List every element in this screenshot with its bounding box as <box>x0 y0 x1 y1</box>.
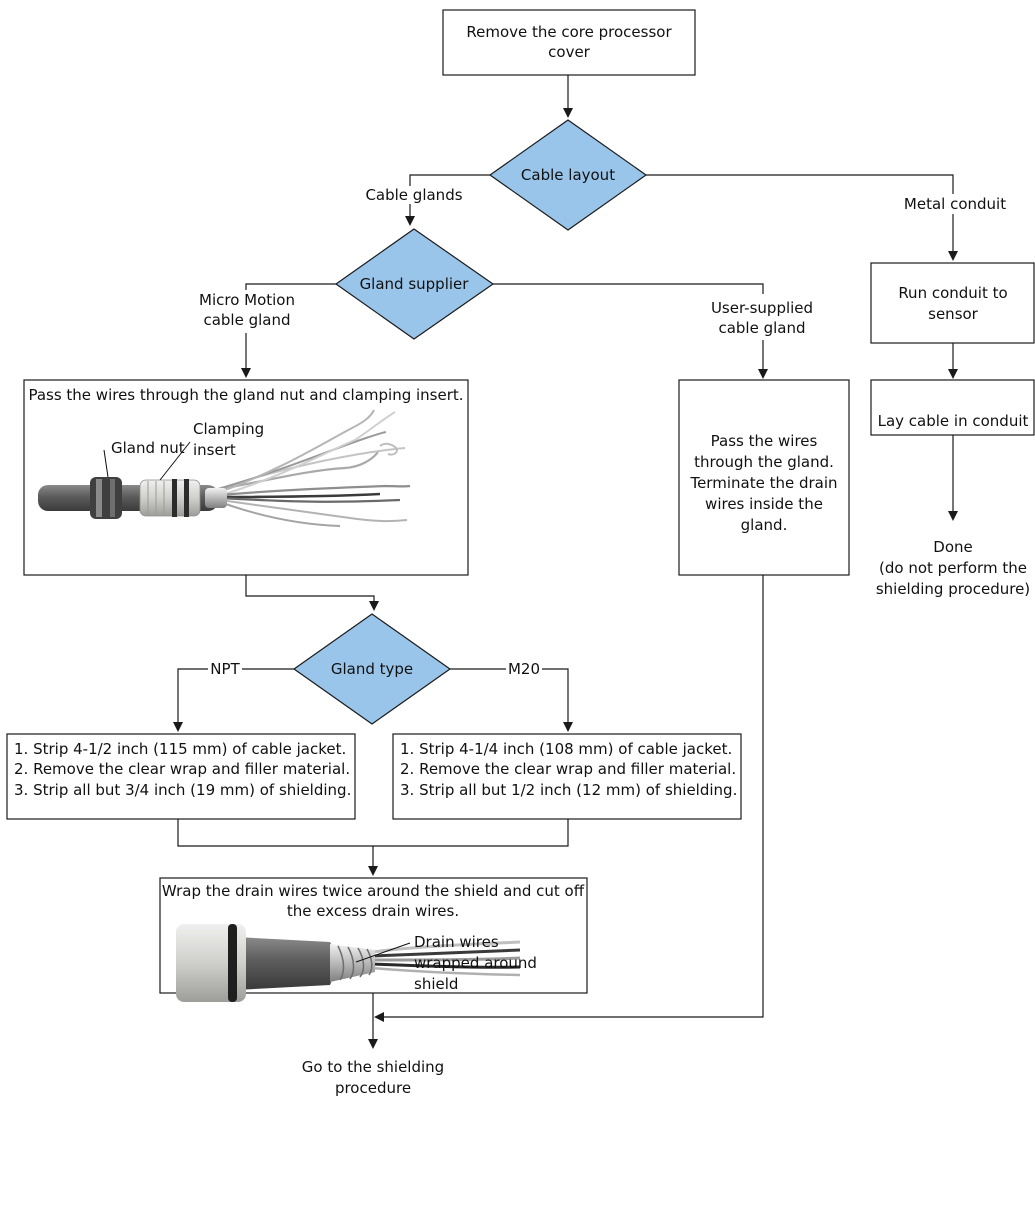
label-drain-line2: wrapped around <box>414 954 537 972</box>
done-line1: Done <box>933 538 972 556</box>
branch-user-supplied-line2: cable gland <box>718 319 805 337</box>
m20-step-2: 2. Remove the clear wrap and filler mate… <box>400 760 736 778</box>
lay-cable-box: Lay cable in conduit <box>870 379 1035 436</box>
wrap-box: Wrap the drain wires twice around the sh… <box>159 877 588 1002</box>
run-conduit-line2: sensor <box>928 305 979 323</box>
lay-cable-label: Lay cable in conduit <box>878 412 1029 430</box>
npt-step-2: 2. Remove the clear wrap and filler mate… <box>14 760 350 778</box>
end-text: Go to the shielding procedure <box>302 1058 444 1097</box>
user-gland-line5: gland. <box>741 516 788 534</box>
m20-steps-box: 1. Strip 4-1/4 inch (108 mm) of cable ja… <box>392 733 742 820</box>
user-gland-line2: through the gland. <box>694 453 834 471</box>
drain-wrap-photo <box>176 924 521 1002</box>
user-gland-line1: Pass the wires <box>711 432 818 450</box>
end-line1: Go to the shielding <box>302 1058 444 1076</box>
branch-npt-label: NPT <box>210 660 240 678</box>
npt-steps-box: 1. Strip 4-1/2 inch (115 mm) of cable ja… <box>6 733 356 820</box>
branch-cable-glands-label: Cable glands <box>365 186 462 204</box>
user-gland-line4: wires inside the <box>705 495 823 513</box>
branch-user-supplied-line1: User-supplied <box>711 299 813 317</box>
user-gland-box: Pass the wires through the gland. Termin… <box>678 379 850 576</box>
label-gland-nut: Gland nut <box>111 439 185 457</box>
label-drain-line1: Drain wires <box>414 933 499 951</box>
wrap-box-line1: Wrap the drain wires twice around the sh… <box>162 882 585 900</box>
user-gland-line3: Terminate the drain <box>689 474 837 492</box>
branch-micro-motion-line1: Micro Motion <box>199 291 295 309</box>
start-box-line2: cover <box>548 43 591 61</box>
decision-gland-type-label: Gland type <box>331 660 413 678</box>
decision-gland-type: Gland type <box>292 613 452 725</box>
m20-step-1: 1. Strip 4-1/4 inch (108 mm) of cable ja… <box>400 740 732 758</box>
wrap-box-line2: the excess drain wires. <box>287 902 459 920</box>
pass-wires-box: Pass the wires through the gland nut and… <box>23 379 469 576</box>
decision-cable-layout-label: Cable layout <box>521 166 615 184</box>
connectors <box>173 75 958 1049</box>
branch-micro-motion-line2: cable gland <box>203 311 290 329</box>
done-line2: (do not perform the <box>879 559 1027 577</box>
end-line2: procedure <box>335 1079 411 1097</box>
start-box: Remove the core processor cover <box>442 9 696 76</box>
done-line3: shielding procedure) <box>876 580 1030 598</box>
branch-metal-conduit-label: Metal conduit <box>904 195 1006 213</box>
decision-gland-supplier-label: Gland supplier <box>360 275 470 293</box>
npt-step-3: 3. Strip all but 3/4 inch (19 mm) of shi… <box>14 781 351 799</box>
label-drain-line3: shield <box>414 975 458 993</box>
m20-step-3: 3. Strip all but 1/2 inch (12 mm) of shi… <box>400 781 737 799</box>
label-clamping-line2: insert <box>193 441 236 459</box>
branch-m20-label: M20 <box>508 660 540 678</box>
decision-gland-supplier: Gland supplier <box>334 228 495 340</box>
start-box-line1: Remove the core processor <box>466 23 672 41</box>
run-conduit-box: Run conduit to sensor <box>870 262 1035 344</box>
done-text: Done (do not perform the shielding proce… <box>876 538 1030 598</box>
npt-step-1: 1. Strip 4-1/2 inch (115 mm) of cable ja… <box>14 740 346 758</box>
run-conduit-line1: Run conduit to <box>898 284 1007 302</box>
gland-cable-photo <box>38 409 411 527</box>
label-clamping-line1: Clamping <box>193 420 264 438</box>
decision-cable-layout: Cable layout <box>488 119 648 231</box>
pass-wires-title: Pass the wires through the gland nut and… <box>28 386 463 404</box>
